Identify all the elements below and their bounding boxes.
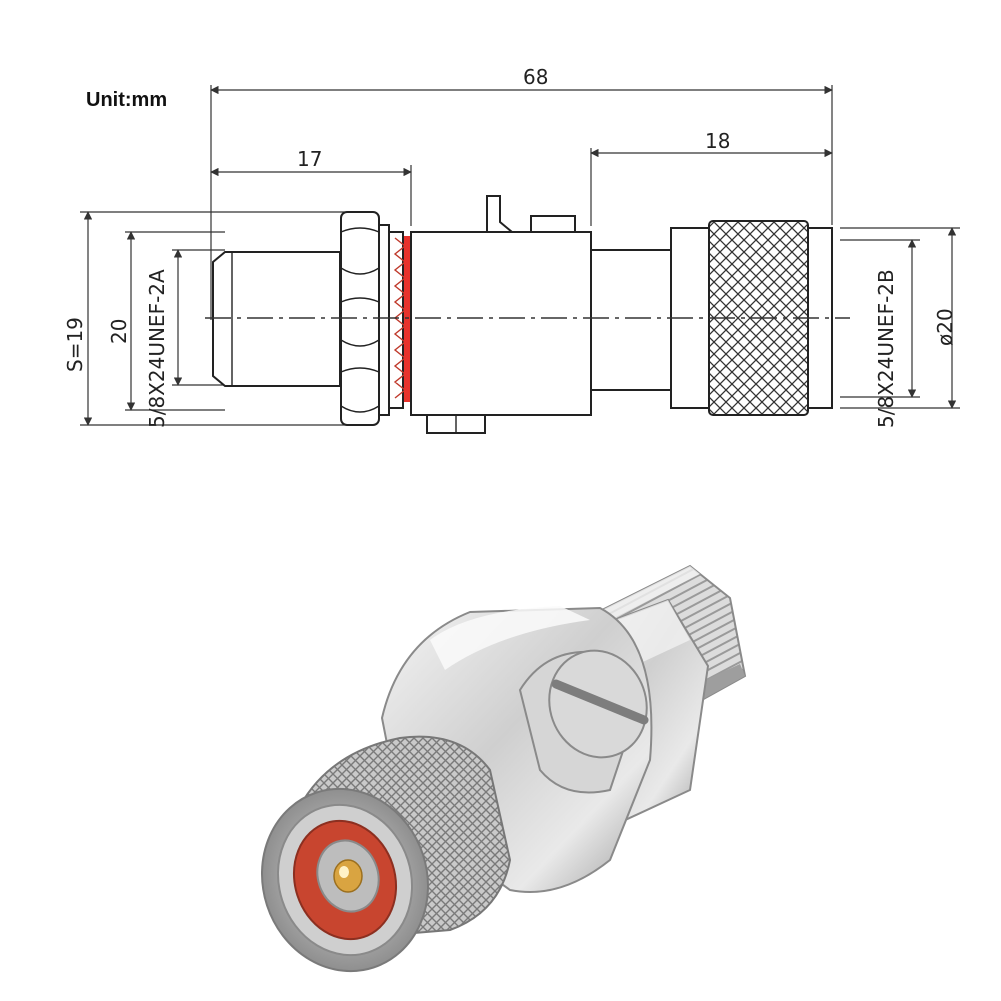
- unit-label: Unit:mm: [86, 89, 167, 111]
- shaft: [590, 249, 672, 391]
- overall-length-label: 68: [523, 65, 548, 89]
- hex-nut: [340, 211, 404, 426]
- left-diameter-label: 20: [107, 319, 131, 344]
- left-socket: [212, 251, 341, 387]
- grounding-screw: [518, 649, 649, 794]
- left-length-label: 17: [297, 147, 322, 171]
- n-connector-face: [260, 787, 430, 973]
- technical-drawing: Unit:mm: [63, 65, 960, 434]
- dimension-lines: [83, 85, 957, 426]
- main-body: [410, 195, 592, 434]
- right-thread-label: 5/8X24UNEF-2B: [874, 269, 898, 428]
- extension-lines: [80, 85, 960, 426]
- left-thread-label: 5/8X24UNEF-2A: [145, 269, 169, 428]
- right-diameter-label: ø20: [933, 308, 957, 346]
- hex-size-label: S=19: [63, 317, 87, 372]
- knurled-coupling: [670, 220, 833, 416]
- right-length-label: 18: [705, 129, 730, 153]
- product-photo: [260, 564, 747, 973]
